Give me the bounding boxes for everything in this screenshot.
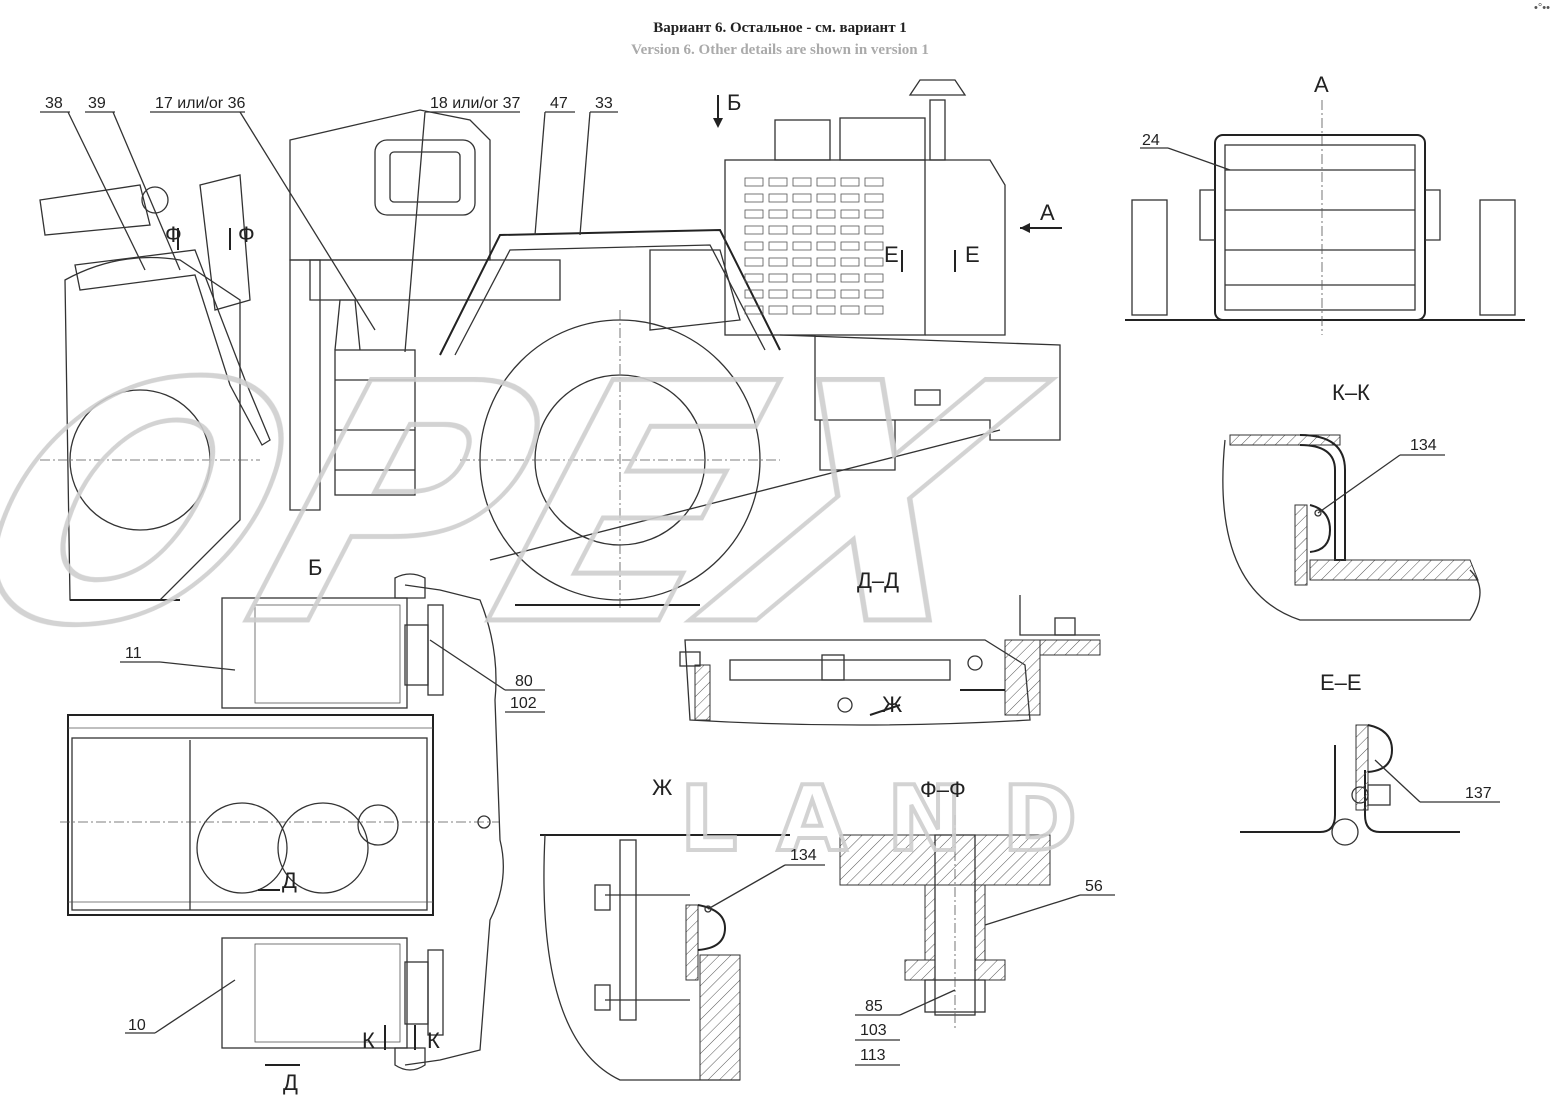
marker-e2: Е bbox=[965, 242, 980, 267]
callout-24: 24 bbox=[1142, 132, 1160, 149]
callout-17-36: 17 или/or 36 bbox=[155, 95, 245, 112]
marker-e1: Е bbox=[884, 242, 899, 267]
marker-k1: К bbox=[362, 1028, 375, 1053]
callout-11: 11 bbox=[125, 645, 142, 662]
callout-137: 137 bbox=[1465, 785, 1492, 802]
machine-side-view bbox=[39, 79, 1061, 610]
marker-b-arrow: Б bbox=[727, 90, 741, 115]
callout-80: 80 bbox=[515, 673, 533, 690]
section-d-d bbox=[679, 595, 1101, 726]
view-title-b: Б bbox=[308, 555, 322, 580]
callout-56: 56 bbox=[1085, 878, 1103, 895]
watermark-big-text: OPEX bbox=[0, 314, 1074, 698]
section-k-k bbox=[1222, 434, 1481, 621]
view-b-plan bbox=[60, 573, 504, 1071]
marker-d2: Д bbox=[283, 1070, 298, 1095]
drawing-title-en: Version 6. Other details are shown in ve… bbox=[631, 42, 929, 58]
view-title-zh: Ж bbox=[652, 775, 673, 800]
watermark: OPEX LAND bbox=[0, 311, 1117, 874]
watermark-small-text: LAND bbox=[680, 767, 1117, 872]
marker-a-arrow: А bbox=[1040, 200, 1055, 225]
marker-k2: К bbox=[427, 1028, 440, 1053]
callout-113: 113 bbox=[860, 1047, 886, 1064]
callout-102: 102 bbox=[510, 695, 537, 712]
hood-grille bbox=[744, 177, 884, 315]
callout-134-a: 134 bbox=[1410, 437, 1437, 454]
marker-zh-arrow: Ж bbox=[882, 692, 903, 717]
view-title-f-f: Ф–Ф bbox=[920, 777, 966, 802]
drawing-title-ru: Вариант 6. Остальное - см. вариант 1 bbox=[653, 20, 907, 36]
view-a bbox=[1125, 100, 1525, 335]
view-title-d-d: Д–Д bbox=[857, 568, 899, 593]
corner-mark: •°•• bbox=[1534, 2, 1550, 14]
callout-18-37: 18 или/or 37 bbox=[430, 95, 520, 112]
section-f-f bbox=[839, 815, 1051, 1030]
callout-134-b: 134 bbox=[790, 847, 817, 864]
marker-d1: Д bbox=[282, 868, 297, 893]
view-title-e-e: Е–Е bbox=[1320, 670, 1362, 695]
marker-f1: Ф bbox=[165, 222, 182, 247]
view-zh bbox=[540, 834, 790, 1081]
view-title-k-k: К–К bbox=[1332, 380, 1370, 405]
callout-85: 85 bbox=[865, 998, 883, 1015]
callout-39: 39 bbox=[88, 95, 106, 112]
marker-f2: Ф bbox=[238, 222, 255, 247]
callout-47: 47 bbox=[550, 95, 568, 112]
callout-38: 38 bbox=[45, 95, 63, 112]
callout-33: 33 bbox=[595, 95, 613, 112]
section-e-e bbox=[1240, 724, 1460, 846]
view-title-a: A bbox=[1314, 72, 1329, 97]
callout-103: 103 bbox=[860, 1022, 887, 1039]
callout-10: 10 bbox=[128, 1017, 146, 1034]
